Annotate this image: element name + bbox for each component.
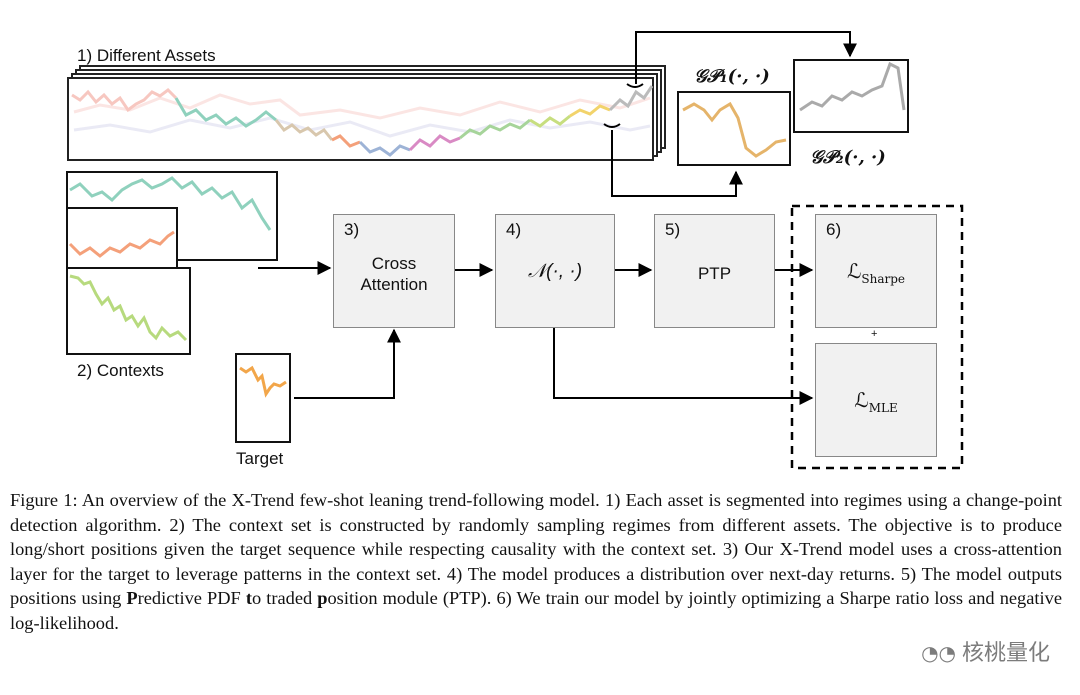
mle-loss-symbol: ℒ: [854, 388, 869, 412]
target-label: Target: [236, 449, 284, 468]
wechat-icon: ◔◔: [921, 641, 956, 665]
box4-number: 4): [506, 220, 522, 239]
mle-loss-label: ℒMLE: [816, 390, 936, 419]
arrow-target-to-attention: [294, 328, 401, 399]
different-assets-label: 1) Different Assets: [77, 46, 216, 65]
arrow-to-gp2: [635, 31, 857, 84]
caption-bold-p1: P: [126, 588, 138, 608]
caption-part4: osition module (PTP). 6) We train our mo…: [10, 588, 1062, 633]
caption-bold-t: t: [245, 588, 252, 608]
cross-attention-line1: Cross: [371, 254, 417, 273]
ptp-box: 5) PTP: [654, 214, 775, 328]
gp1-label: 𝒢𝒫₁(·, ·): [694, 66, 770, 87]
sharpe-loss-subscript: Sharpe: [861, 272, 906, 286]
caption-part1: Figure 1: An overview of the X-Trend few…: [10, 490, 1062, 608]
context-panels: [66, 171, 278, 355]
ptp-label: PTP: [697, 264, 732, 283]
caption-part2: redictive PDF: [137, 588, 246, 608]
gp2-label: 𝒢𝒫₂(·, ·): [810, 147, 886, 168]
figure-diagram: [66, 31, 964, 470]
sharpe-loss-box: 6) ℒSharpe: [815, 214, 937, 328]
caption-bold-p2: p: [317, 588, 328, 608]
mle-loss-subscript: MLE: [868, 401, 898, 415]
contexts-label: 2) Contexts: [77, 361, 164, 380]
arrow-to-gp1: [611, 130, 743, 197]
box6-number: 6): [826, 220, 842, 239]
normal-distribution-label: 𝒩(·, ·): [527, 261, 583, 282]
figure-caption: Figure 1: An overview of the X-Trend few…: [10, 488, 1062, 635]
cross-attention-box: 3) Cross Attention: [333, 214, 455, 328]
cross-attention-line2: Attention: [360, 275, 428, 294]
gp1-panel: [677, 91, 791, 166]
sharpe-loss-label: ℒSharpe: [816, 261, 936, 290]
box5-number: 5): [665, 220, 681, 239]
arrow-normal-to-mle: [553, 328, 814, 405]
asset-stack: [67, 65, 666, 161]
mle-loss-box: ℒMLE: [815, 343, 937, 457]
watermark-logo: ◔◔核桃量化: [921, 635, 1050, 667]
caption-part3: o traded: [251, 588, 318, 608]
plus-sign: +: [871, 328, 878, 340]
sharpe-loss-symbol: ℒ: [846, 259, 862, 283]
target-panel: [235, 353, 291, 443]
watermark-text: 核桃量化: [961, 641, 1050, 666]
gp2-panel: [793, 59, 909, 133]
loss-region: [790, 204, 964, 470]
normal-distribution-box: 4) 𝒩(·, ·): [495, 214, 615, 328]
box3-number: 3): [344, 220, 360, 239]
